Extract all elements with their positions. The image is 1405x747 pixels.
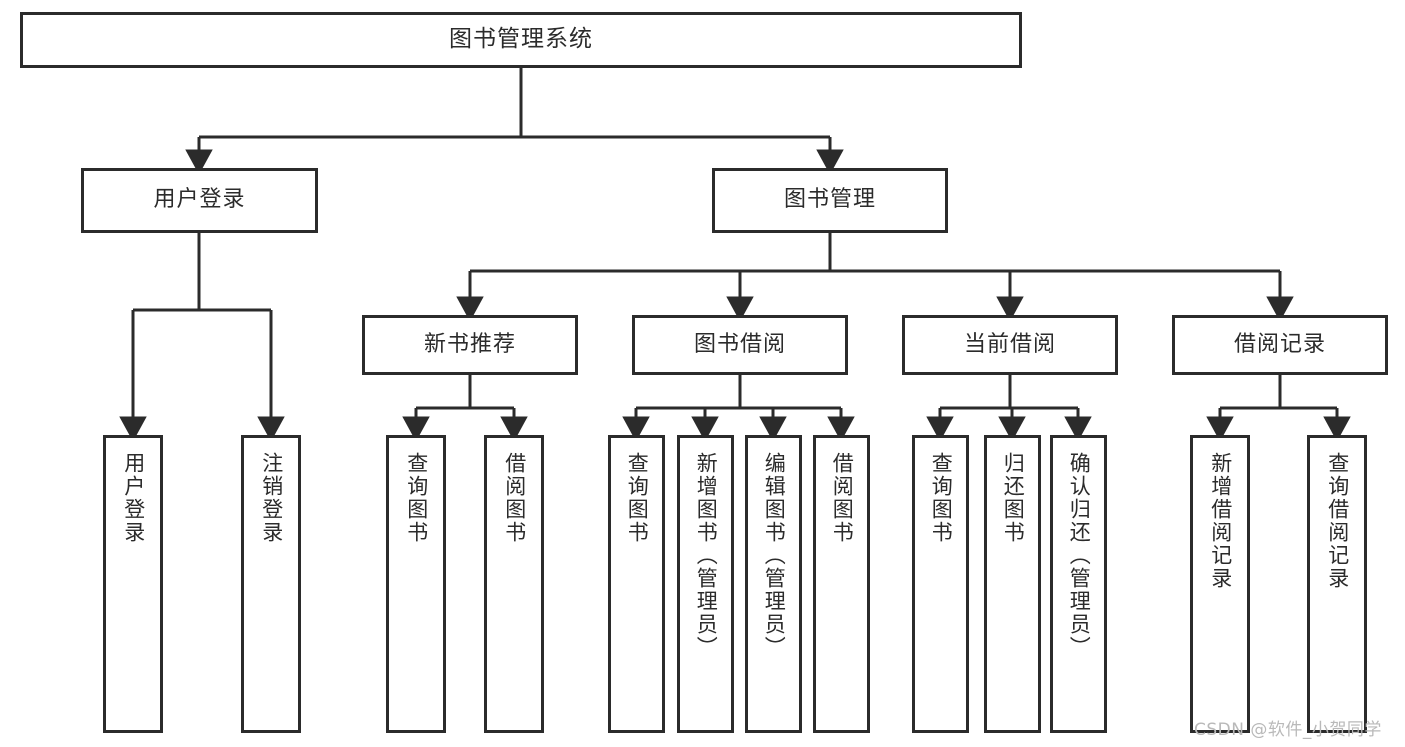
leaf-label: 查询借阅记录 xyxy=(1325,452,1350,590)
leaf-return-book[interactable]: 归还图书 xyxy=(984,435,1041,733)
leaf-label: 用户登录 xyxy=(121,452,146,544)
leaf-label: 查询图书 xyxy=(929,452,954,544)
leaf-borrow-book[interactable]: 借阅图书 xyxy=(813,435,870,733)
leaf-borrow-book-recommend[interactable]: 借阅图书 xyxy=(484,435,544,733)
leaf-label: 查询图书 xyxy=(404,452,429,544)
leaf-query-book-recommend[interactable]: 查询图书 xyxy=(386,435,446,733)
node-new-book-recommend[interactable]: 新书推荐 xyxy=(362,315,578,375)
node-current-borrow[interactable]: 当前借阅 xyxy=(902,315,1118,375)
node-book-management[interactable]: 图书管理 xyxy=(712,168,948,233)
leaf-label: 查询图书 xyxy=(625,452,650,544)
leaf-label: 借阅图书 xyxy=(830,452,855,544)
leaf-user-login[interactable]: 用户登录 xyxy=(103,435,163,733)
leaf-add-book-admin[interactable]: 新增图书（管理员） xyxy=(677,435,734,733)
leaf-label: 新增借阅记录 xyxy=(1208,452,1233,590)
leaf-label: 确认归还（管理员） xyxy=(1067,452,1092,659)
leaf-label: 归还图书 xyxy=(1001,452,1026,544)
leaf-query-book-borrow[interactable]: 查询图书 xyxy=(608,435,665,733)
node-borrow-records[interactable]: 借阅记录 xyxy=(1172,315,1388,375)
leaf-label: 借阅图书 xyxy=(502,452,527,544)
leaf-label: 新增图书（管理员） xyxy=(694,452,719,659)
leaf-edit-book-admin[interactable]: 编辑图书（管理员） xyxy=(745,435,802,733)
leaf-logout[interactable]: 注销登录 xyxy=(241,435,301,733)
leaf-query-borrow-record[interactable]: 查询借阅记录 xyxy=(1307,435,1367,733)
node-root[interactable]: 图书管理系统 xyxy=(20,12,1022,68)
leaf-query-book-current[interactable]: 查询图书 xyxy=(912,435,969,733)
node-user-login[interactable]: 用户登录 xyxy=(81,168,318,233)
leaf-add-borrow-record[interactable]: 新增借阅记录 xyxy=(1190,435,1250,733)
leaf-label: 注销登录 xyxy=(259,452,284,544)
csdn-watermark: CSDN @软件_小贺同学 xyxy=(1194,720,1382,740)
leaf-confirm-return-admin[interactable]: 确认归还（管理员） xyxy=(1050,435,1107,733)
leaf-label: 编辑图书（管理员） xyxy=(762,452,787,659)
node-book-borrow[interactable]: 图书借阅 xyxy=(632,315,848,375)
